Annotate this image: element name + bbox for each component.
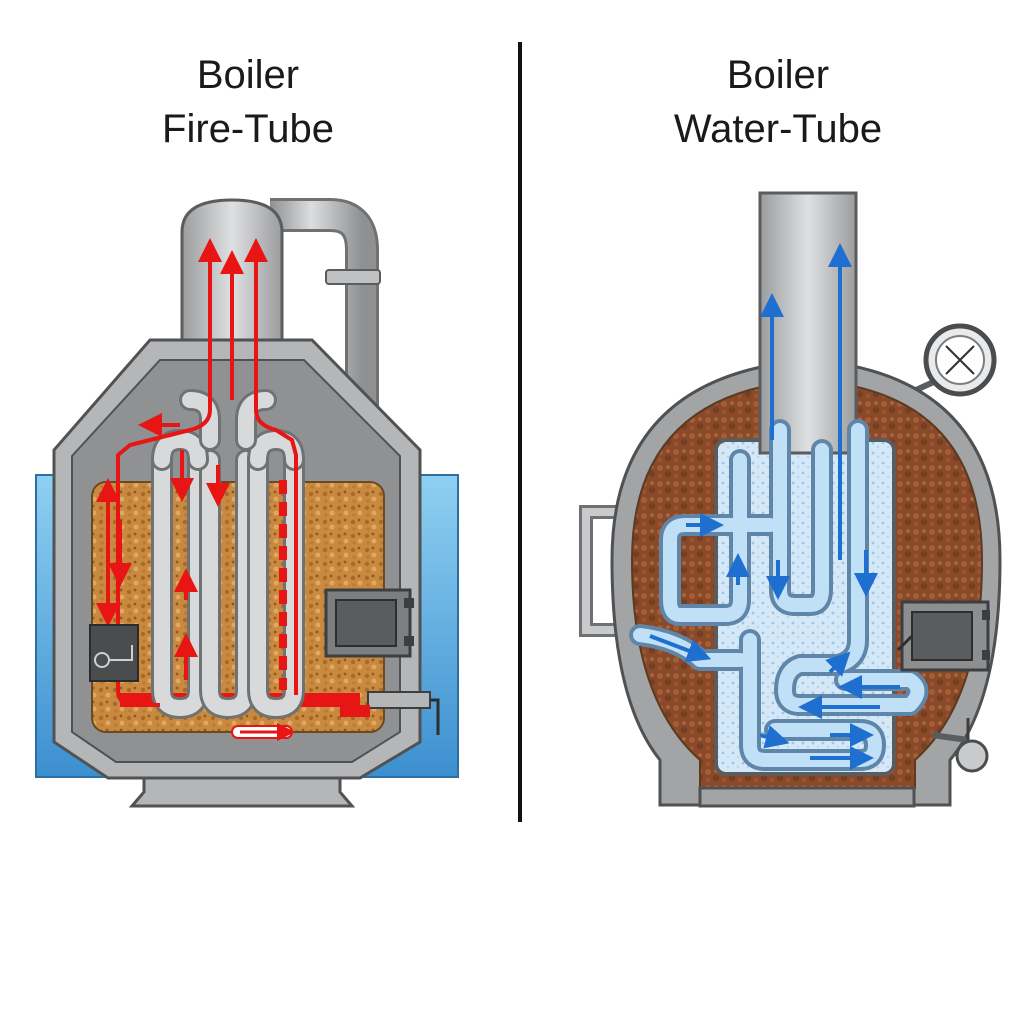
water-tube-title: Boiler Water-Tube [628, 48, 928, 156]
fire-door-icon [896, 600, 990, 672]
fire-tubes [151, 389, 305, 720]
exhaust-elbow [270, 201, 376, 420]
burner-box [89, 624, 139, 682]
fire-door-icon [324, 588, 414, 658]
boiler-base [698, 786, 916, 808]
fire-tube-title: Boiler Fire-Tube [98, 48, 398, 156]
fire-tube-title-line1: Boiler [196, 53, 300, 97]
water-tube-title-line1: Boiler [726, 53, 830, 97]
pressure-gauge-icon [903, 323, 997, 398]
fire-tube-title-line2: Fire-Tube [162, 107, 334, 151]
fire-tube-boiler [35, 198, 459, 808]
water-flow [649, 243, 900, 770]
water-tube-boiler [579, 191, 1002, 808]
side-handle-pipe [582, 508, 622, 634]
boiler-base [128, 776, 356, 808]
water-tube-title-line2: Water-Tube [673, 107, 883, 151]
hot-gas-flow [96, 238, 298, 707]
outlet-pipe [340, 691, 440, 735]
panel-divider [518, 42, 522, 822]
exhaust-flange [325, 269, 381, 285]
valve-icon [931, 718, 989, 773]
